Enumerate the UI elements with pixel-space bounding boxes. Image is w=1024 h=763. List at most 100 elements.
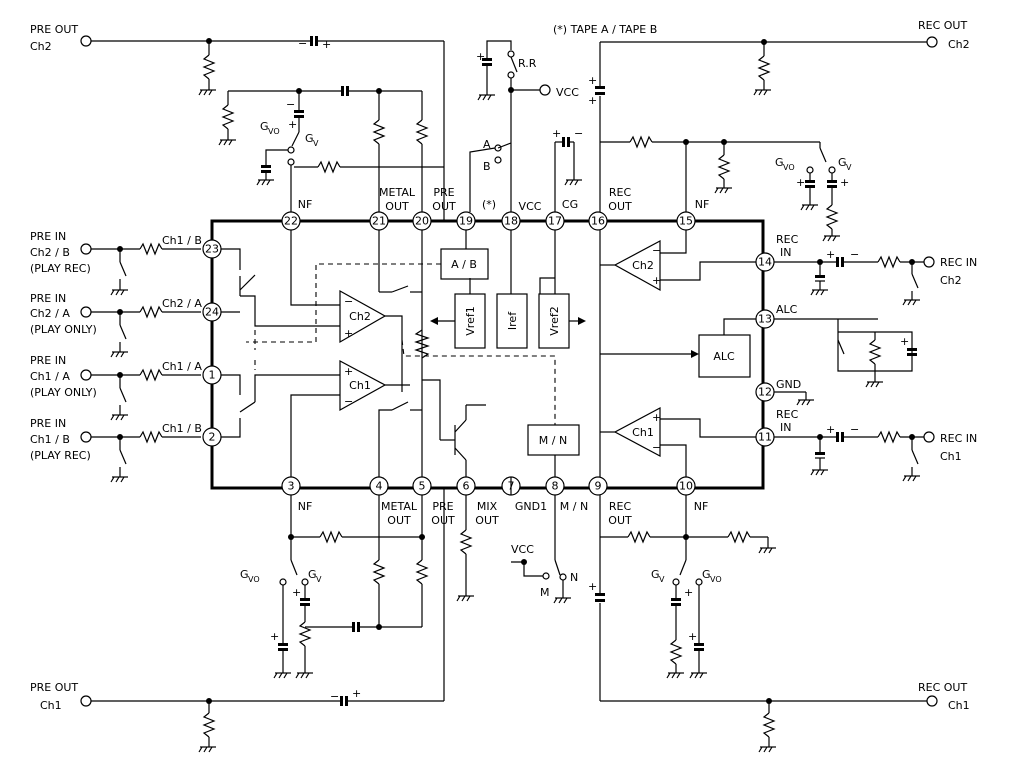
svg-text:REC: REC	[776, 408, 799, 421]
svg-text:N: N	[570, 571, 578, 584]
svg-text:(PLAY ONLY): (PLAY ONLY)	[30, 323, 97, 336]
svg-text:+: +	[288, 118, 297, 131]
pin-1: 1	[202, 365, 222, 385]
svg-text:Ch1 / A: Ch1 / A	[30, 370, 70, 383]
terminal-pre-out-ch1: PRE OUT Ch1	[30, 681, 92, 712]
svg-text:PRE IN: PRE IN	[30, 417, 66, 430]
svg-text:6: 6	[463, 480, 470, 493]
svg-text:M: M	[540, 586, 550, 599]
svg-text:A / B: A / B	[451, 258, 477, 271]
terminal-rec-out-ch1: REC OUT Ch1	[918, 681, 970, 712]
pin-19: 19	[456, 211, 476, 231]
block-iref: Iref	[496, 293, 528, 349]
cap-rec-out-ch1: +	[588, 580, 605, 602]
svg-text:+: +	[826, 248, 835, 261]
svg-text:GND1: GND1	[515, 500, 547, 513]
svg-text:5: 5	[419, 480, 426, 493]
pin-14: 14	[755, 252, 775, 272]
pin-17: 17	[545, 211, 565, 231]
svg-text:20: 20	[415, 215, 429, 228]
svg-text:REC IN: REC IN	[940, 432, 977, 445]
svg-text:CG: CG	[562, 198, 578, 211]
svg-text:+: +	[270, 630, 279, 643]
pin-21: 21	[369, 211, 389, 231]
svg-text:18: 18	[504, 215, 518, 228]
cap-rec-out-ch2: ++	[588, 74, 605, 107]
svg-text:REC: REC	[776, 233, 799, 246]
pin-8: 8	[545, 476, 565, 496]
pin-5: 5	[412, 476, 432, 496]
pin-13: 13	[755, 309, 775, 329]
svg-text:G: G	[308, 568, 317, 581]
pin-6: 6	[456, 476, 476, 496]
terminal-pre-in-ch1b: PRE IN Ch1 / B (PLAY REC)	[30, 417, 92, 462]
svg-text:11: 11	[758, 431, 772, 444]
svg-text:−: −	[850, 248, 859, 261]
svg-text:ALC: ALC	[776, 303, 798, 316]
svg-text:−: −	[344, 295, 353, 308]
svg-text:4: 4	[376, 480, 383, 493]
svg-text:VO: VO	[268, 127, 280, 136]
svg-text:VO: VO	[710, 575, 722, 584]
input-network: Ch1 / B Ch2 / A Ch1 / A Ch1 / B	[91, 234, 202, 483]
svg-text:OUT: OUT	[387, 514, 411, 527]
svg-text:Ch1: Ch1	[632, 426, 654, 439]
svg-text:IN: IN	[780, 421, 791, 434]
svg-text:+: +	[344, 365, 353, 378]
svg-text:V: V	[313, 139, 319, 148]
svg-text:−: −	[574, 127, 583, 140]
svg-text:G: G	[240, 568, 249, 581]
svg-text:2: 2	[209, 431, 216, 444]
svg-text:21: 21	[372, 215, 386, 228]
pin-10: 10	[676, 476, 696, 496]
svg-text:VO: VO	[248, 575, 260, 584]
svg-text:VO: VO	[783, 163, 795, 172]
svg-text:1: 1	[209, 369, 216, 382]
svg-text:R.R: R.R	[518, 57, 537, 70]
svg-text:+: +	[344, 327, 353, 340]
svg-text:OUT: OUT	[385, 200, 409, 213]
svg-text:REC IN: REC IN	[940, 256, 977, 269]
svg-text:Iref: Iref	[506, 311, 519, 330]
svg-text:PRE IN: PRE IN	[30, 230, 66, 243]
svg-text:G: G	[260, 120, 269, 133]
terminal-rec-out-ch2: REC OUT Ch2	[918, 19, 970, 51]
svg-text:+: +	[652, 274, 661, 287]
svg-text:G: G	[305, 132, 314, 145]
svg-text:NF: NF	[695, 198, 710, 211]
svg-text:15: 15	[679, 215, 693, 228]
svg-text:+: +	[552, 127, 561, 140]
svg-text:−: −	[298, 37, 307, 50]
svg-text:Ch2 / A: Ch2 / A	[30, 307, 70, 320]
svg-text:9: 9	[595, 480, 602, 493]
svg-text:10: 10	[679, 480, 693, 493]
svg-text:+: +	[588, 580, 597, 593]
pin-11: 11	[755, 427, 775, 447]
svg-text:NF: NF	[298, 198, 313, 211]
pin-9: 9	[588, 476, 608, 496]
svg-text:A: A	[483, 138, 491, 151]
svg-text:Ch1: Ch1	[349, 379, 371, 392]
pin-3: 3	[281, 476, 301, 496]
control-lines	[246, 263, 556, 425]
gnd-network	[774, 391, 814, 406]
svg-text:+: +	[588, 74, 597, 87]
svg-text:OUT: OUT	[608, 200, 632, 213]
svg-text:19: 19	[459, 215, 473, 228]
svg-text:Ch1: Ch1	[948, 699, 970, 712]
pin-2: 2	[202, 427, 222, 447]
svg-text:NF: NF	[298, 500, 313, 513]
terminal-pre-in-ch2a: PRE IN Ch2 / A (PLAY ONLY)	[30, 292, 97, 336]
svg-text:Ch2: Ch2	[940, 274, 962, 287]
block-vref2: Vref2	[538, 293, 570, 349]
rec-in-ch1-network: +−	[774, 423, 924, 482]
amp-ch2: Ch2 −+	[339, 289, 387, 344]
terminal-pre-in-ch1a: PRE IN Ch1 / A (PLAY ONLY)	[30, 354, 97, 399]
pin-20: 20	[412, 211, 432, 231]
svg-text:+: +	[684, 586, 693, 599]
svg-text:V: V	[659, 575, 665, 584]
pins-bottom: 3 4 5 6 7 8 9 10	[281, 476, 696, 496]
svg-text:VCC: VCC	[511, 543, 534, 556]
svg-text:G: G	[651, 568, 660, 581]
